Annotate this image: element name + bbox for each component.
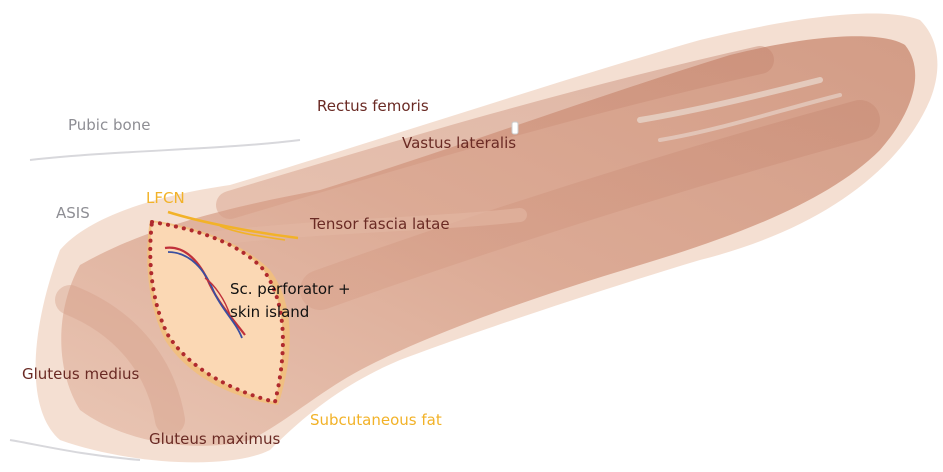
lfcn-label: LFCN xyxy=(146,189,185,207)
perforator-label-line1: Sc. perforator + xyxy=(230,280,351,298)
marker xyxy=(512,122,518,134)
rectus-femoris-label: Rectus femoris xyxy=(317,97,429,115)
tensor-fascia-latae-label: Tensor fascia latae xyxy=(310,215,450,233)
perforator-label-line2: skin island xyxy=(230,303,309,321)
gluteus-medius-label: Gluteus medius xyxy=(22,365,139,383)
gluteus-maximus-label: Gluteus maximus xyxy=(149,430,280,448)
subcutaneous-fat-label: Subcutaneous fat xyxy=(310,411,442,429)
vastus-lateralis-label: Vastus lateralis xyxy=(402,134,516,152)
pubic-bone-label: Pubic bone xyxy=(68,116,150,134)
asis-label: ASIS xyxy=(56,204,90,222)
pelvis-outline xyxy=(30,140,300,160)
